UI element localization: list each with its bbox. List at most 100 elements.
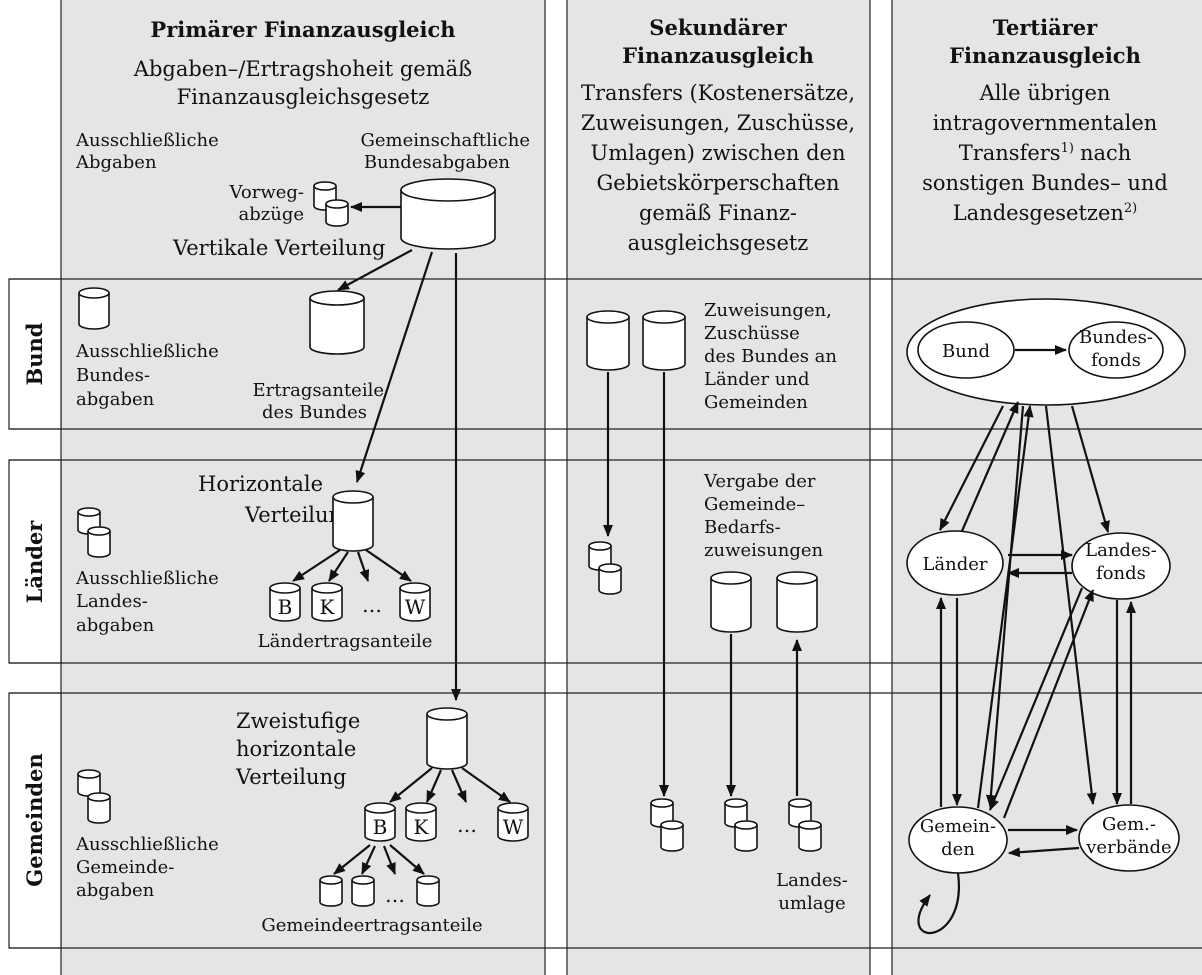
secondary-title-2: Finanzausgleich <box>622 43 814 68</box>
node-landesfonds-label-2: fonds <box>1096 563 1146 584</box>
sec-gem-cyl-a2 <box>660 820 684 852</box>
laender-b-cylinder <box>269 582 301 622</box>
node-bundesfonds <box>1068 321 1164 379</box>
node-gemverbaende-label-2: verbände <box>1085 837 1171 858</box>
arrow-laender-k <box>328 551 349 582</box>
bund-share-2: des Bundes <box>262 402 367 423</box>
secondary-desc-1: Transfers (Kostenersätze, <box>581 81 855 105</box>
arrow-gem-dots <box>450 769 468 803</box>
secondary-desc-3: Umlagen) zwischen den <box>591 141 846 165</box>
gem-share-cylinder-1 <box>319 875 343 907</box>
node-bundesfonds-label-1: Bundes- <box>1079 327 1153 348</box>
laender-label-k: K <box>320 595 336 619</box>
tertiary-arrows <box>917 401 1136 935</box>
tertiary-desc-5: Landesgesetzen2) <box>953 201 1138 225</box>
zweistufig-3: Verteilung <box>235 765 347 789</box>
bund-excl-3: abgaben <box>76 389 155 410</box>
arrow-to-laender <box>355 251 434 483</box>
laender-excl-3: abgaben <box>76 615 155 636</box>
arrow-laender-b <box>292 549 341 582</box>
node-landesfonds <box>1071 532 1171 600</box>
bund-excl-1: Ausschließliche <box>75 341 219 362</box>
sec-laender-text-2: Gemeinde– <box>704 494 805 515</box>
node-laender-label: Länder <box>922 554 987 575</box>
arrow-to-bund-share <box>337 249 413 291</box>
row-label-gemeinden: Gemeinden <box>22 753 47 886</box>
zweistufig-1: Zweistufige <box>236 709 360 733</box>
arrow-gem-b-3 <box>382 845 397 875</box>
sec-laender-cylinder-3 <box>710 571 752 633</box>
sec-gem-cyl-b2 <box>734 820 758 852</box>
laender-w-cylinder <box>399 582 431 622</box>
zweistufig-2: horizontale <box>236 737 356 761</box>
node-bundesfonds-label-2: fonds <box>1091 350 1141 371</box>
laender-share-label: Ländertragsanteile <box>258 631 433 652</box>
laender-label-w: W <box>405 595 426 619</box>
gem-excl-2: Gemeinde- <box>76 857 174 878</box>
node-laender <box>906 530 1004 596</box>
gem-share-label: Gemeindeertragsanteile <box>261 915 482 936</box>
sec-laender-text-3: Bedarfs- <box>704 517 781 538</box>
tertiary-title-1: Tertiärer <box>993 15 1098 40</box>
arrow-laender-w <box>365 549 412 582</box>
primary-title: Primärer Finanzausgleich <box>150 17 455 42</box>
bund-excl-2: Bundes- <box>76 365 150 386</box>
bund-excl-cylinder <box>78 287 110 330</box>
secondary-desc-4: Gebietskörperschaften <box>596 171 839 195</box>
tertiary-desc-2: intragovernmentalen <box>933 111 1158 135</box>
laender-label-b: B <box>278 595 293 619</box>
arrow-gem-b <box>389 767 433 803</box>
gem-share-dots: … <box>385 883 405 907</box>
sec-umlage-1: Landes- <box>776 870 848 891</box>
sec-bund-text-3: des Bundes an <box>704 346 837 367</box>
laender-k-cylinder <box>311 582 343 622</box>
row-label-laender: Länder <box>22 520 47 604</box>
gem-excl-1: Ausschließliche <box>75 834 219 855</box>
gem-label-b: B <box>373 815 388 839</box>
secondary-desc-5: gemäß Finanz- <box>639 201 797 225</box>
sec-umlage-2: umlage <box>778 893 845 914</box>
joint-taxes-cylinder <box>400 178 496 250</box>
gem-excl-3: abgaben <box>76 880 155 901</box>
node-bund-label: Bund <box>942 341 990 362</box>
laender-excl-cylinder-2 <box>87 526 111 558</box>
gem-b-cylinder <box>364 802 396 842</box>
node-landesfonds-label-1: Landes- <box>1085 540 1157 561</box>
row-bund: Bund <box>8 278 1202 430</box>
laender-excl-2: Landes- <box>76 591 148 612</box>
sec-laender-cylinder-4 <box>776 571 818 633</box>
bund-share-cylinder <box>309 290 365 355</box>
node-gemverbaende-label-1: Gem.- <box>1102 814 1156 835</box>
laender-label-dots: … <box>362 593 382 617</box>
primary-joint-1: Gemeinschaftliche <box>361 130 530 151</box>
arrow-laender-dots <box>356 551 370 582</box>
gem-label-w: W <box>503 815 524 839</box>
vertical-distribution-label: Vertikale Verteilung <box>172 236 385 260</box>
column-primary <box>60 0 546 975</box>
primary-subtitle-2: Finanzausgleichsgesetz <box>177 85 430 109</box>
primary-excl-2: Abgaben <box>75 152 157 173</box>
gem-k-cylinder <box>405 802 437 842</box>
gem-excl-cylinder-1 <box>77 769 101 797</box>
column-secondary <box>566 0 871 975</box>
sec-bund-cylinder-1 <box>586 310 630 371</box>
node-gemeinden-label-1: Gemein- <box>920 816 996 837</box>
row-laender: Länder <box>8 459 1202 664</box>
sec-bund-text-4: Länder und <box>704 369 810 390</box>
tertiary-desc-1: Alle übrigen <box>979 81 1111 105</box>
primary-excl-1: Ausschließliche <box>75 130 219 151</box>
gem-label-k: K <box>414 815 430 839</box>
tertiary-title-2: Finanzausgleich <box>949 43 1141 68</box>
arrow-gem-w <box>461 767 511 803</box>
sec-bund-cylinder-2 <box>642 310 686 371</box>
sec-gem-cyl-c2 <box>798 820 822 852</box>
secondary-desc-2: Zuweisungen, Zuschüsse, <box>581 111 855 135</box>
primary-joint-2: Bundesabgaben <box>364 152 511 173</box>
gem-share-cylinder-2 <box>351 875 375 907</box>
laender-cylinder <box>332 490 374 552</box>
sec-bund-text-2: Zuschüsse <box>704 323 800 344</box>
tertiary-desc-4: sonstigen Bundes– und <box>922 171 1168 195</box>
arrow-gem-b-2 <box>361 845 376 875</box>
arrow-gem-b-4 <box>389 844 425 875</box>
